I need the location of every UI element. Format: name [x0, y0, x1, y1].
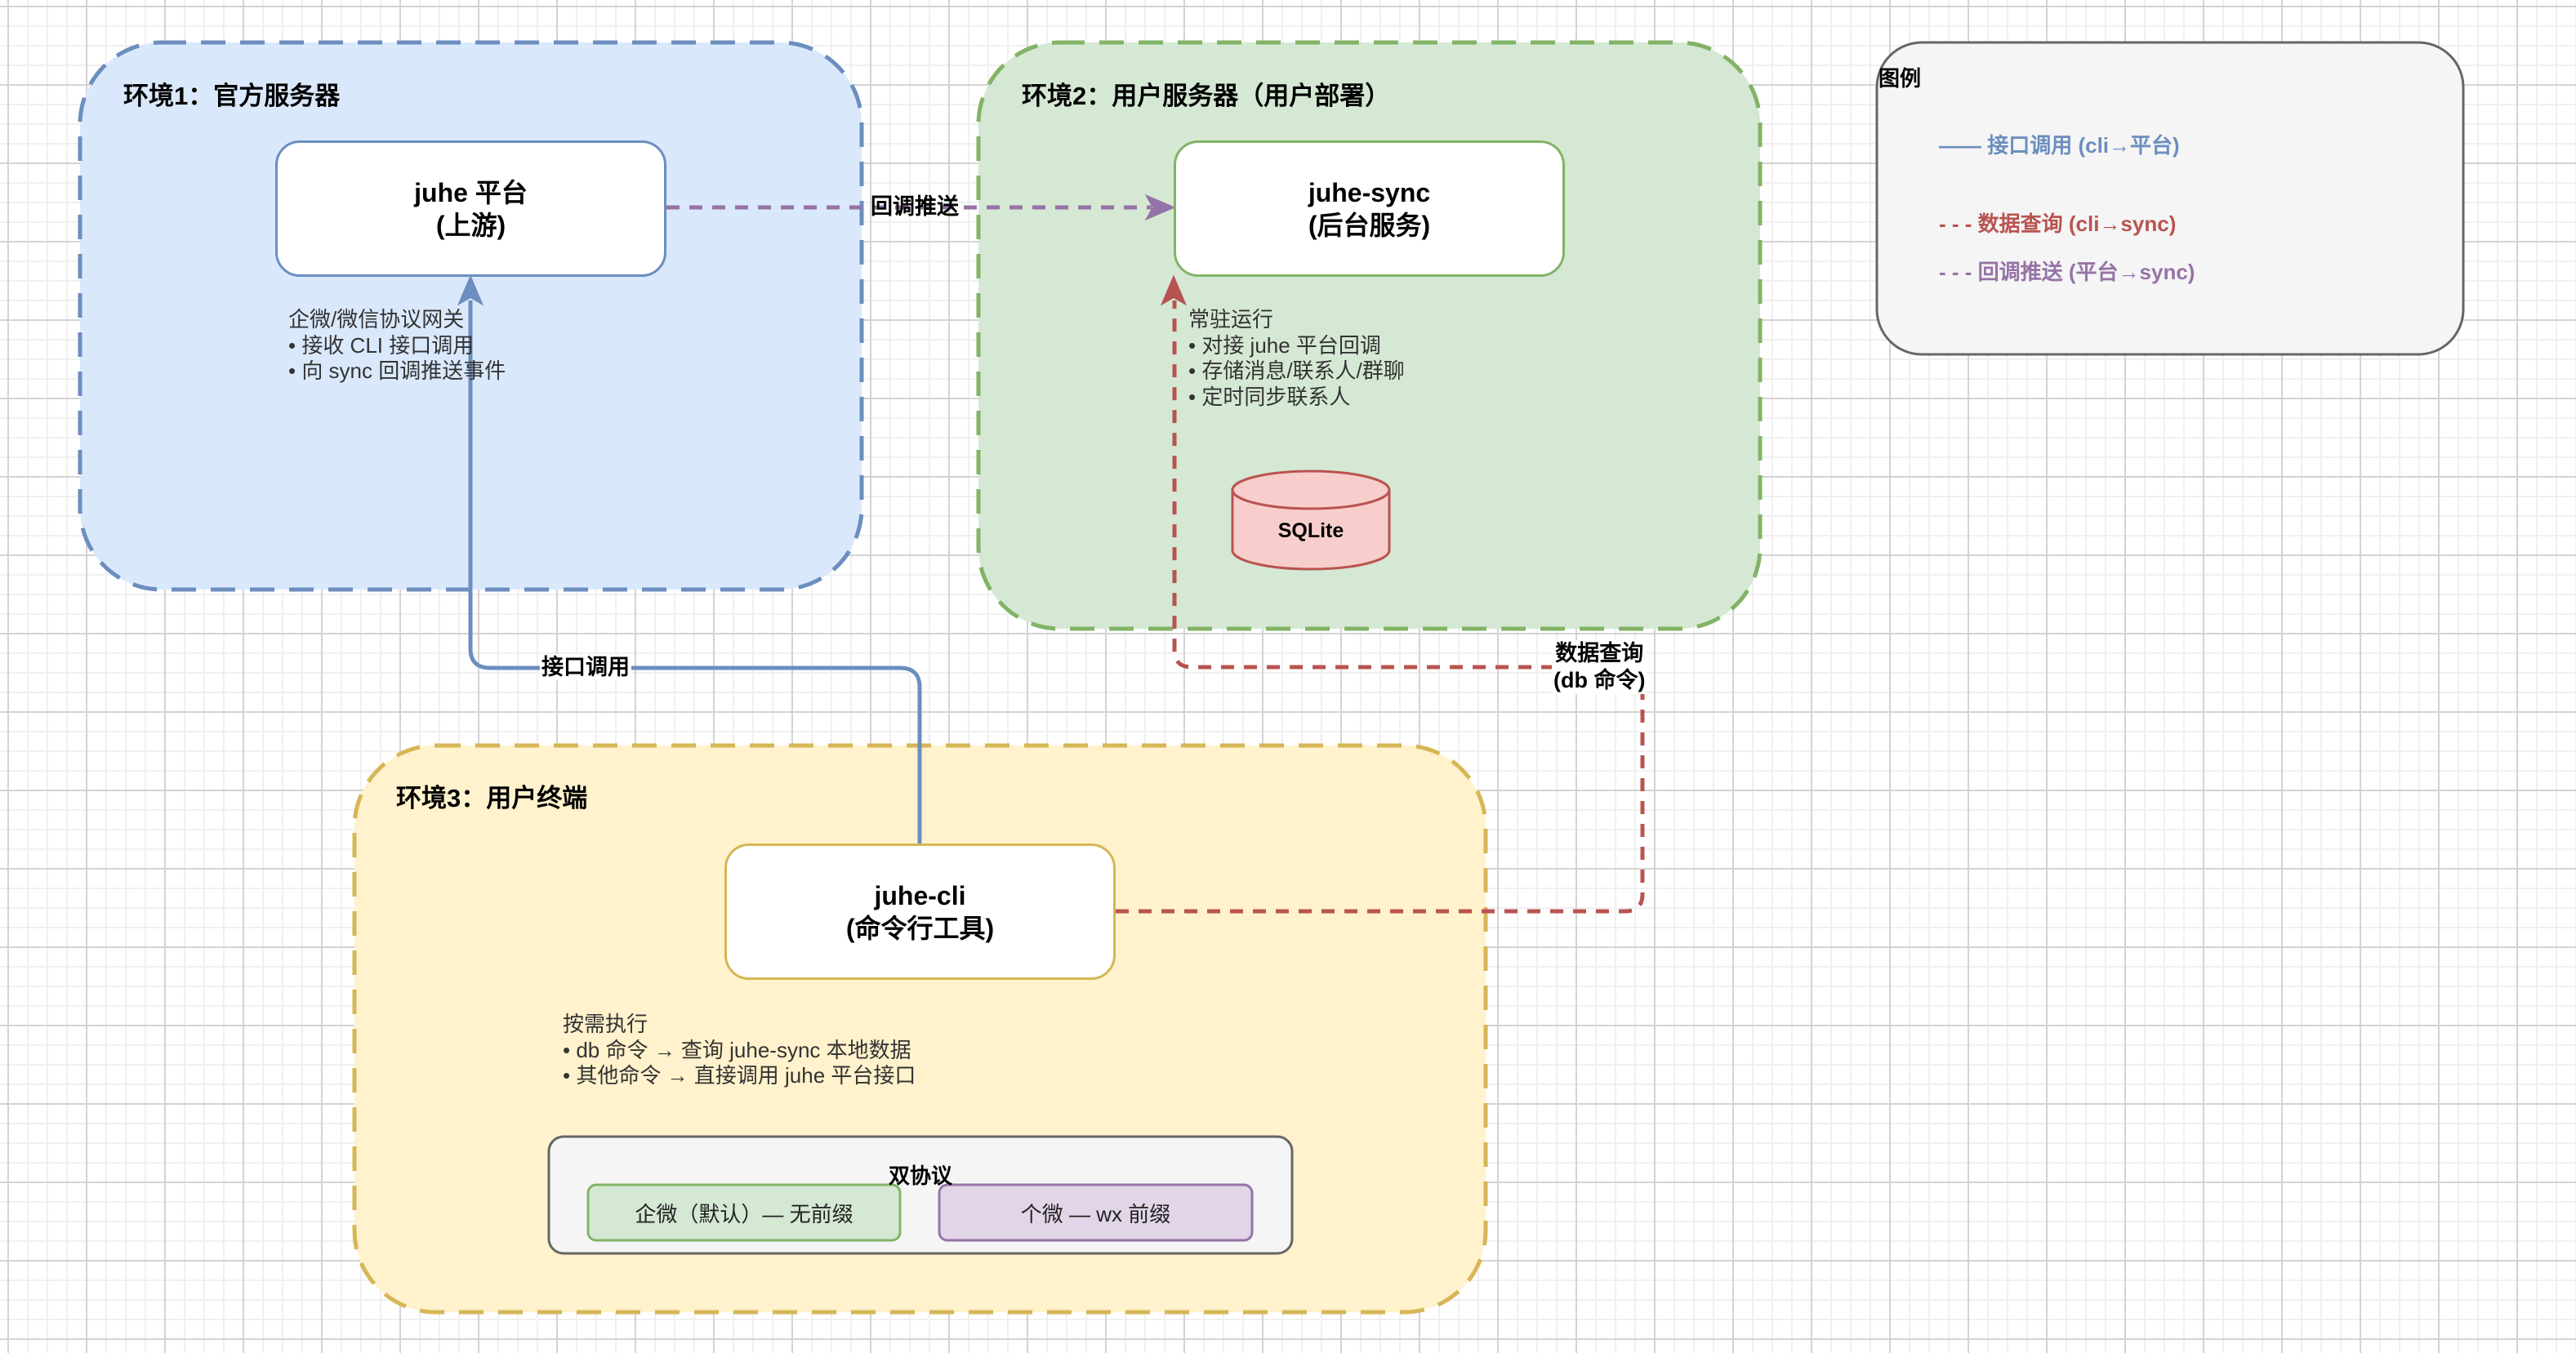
juhe-cli-name: juhe-cli	[874, 880, 966, 910]
legend-item-callback-push: - - - 回调推送 (平台→sync)	[1939, 260, 2195, 284]
juhe-sync-node[interactable]: juhe-sync (后台服务)	[1174, 140, 1565, 277]
desc-line: • 接收 CLI 接口调用	[288, 332, 475, 358]
protocol-gewei-box[interactable]	[938, 1183, 1254, 1242]
legend-container[interactable]	[1875, 41, 2465, 356]
juhe-sync-role: (后台服务)	[1308, 210, 1431, 240]
sqlite-database-icon[interactable]	[1231, 470, 1391, 571]
legend-item-api-call: —— 接口调用 (cli→平台)	[1939, 133, 2180, 158]
env2-title: 环境2：用户服务器（用户部署）	[1022, 82, 1391, 110]
protocol-gewei-label: 个微 — wx 前缀	[1020, 1201, 1171, 1226]
edge-label-api-call: 接口调用	[540, 654, 631, 680]
protocol-qiwei-label: 企微（默认）— 无前缀	[635, 1201, 853, 1226]
env1-description: 企微/微信协议网关 • 接收 CLI 接口调用 • 向 sync 回调推送事件	[288, 307, 506, 385]
juhe-cli-role: (命令行工具)	[845, 913, 995, 943]
protocol-qiwei-box[interactable]	[586, 1183, 902, 1242]
juhe-cli-node[interactable]: juhe-cli (命令行工具)	[724, 843, 1116, 980]
arrowhead-data-query-icon	[1160, 274, 1188, 306]
desc-line: • 对接 juhe 平台回调	[1188, 332, 1381, 358]
juhe-platform-name: juhe 平台	[414, 177, 528, 207]
edge-label-data-query-line1: 数据查询	[1555, 641, 1644, 665]
desc-line: • 定时同步联系人	[1188, 384, 1351, 409]
edge-label-data-query: 数据查询 (db 命令)	[1552, 640, 1647, 694]
env1-title: 环境1：官方服务器	[123, 82, 341, 110]
protocols-title: 双协议	[888, 1164, 952, 1188]
desc-line: 常驻运行	[1188, 307, 1274, 332]
juhe-sync-name: juhe-sync	[1308, 177, 1431, 207]
desc-line: • 向 sync 回调推送事件	[288, 358, 506, 383]
edge-label-callback-push: 回调推送	[871, 194, 959, 219]
arrowhead-callback-push-icon	[1144, 194, 1176, 221]
env3-description: 按需执行 • db 命令 → 查询 juhe-sync 本地数据 • 其他命令 …	[563, 1012, 916, 1089]
desc-line: 按需执行	[563, 1012, 648, 1036]
desc-line: • 其他命令 → 直接调用 juhe 平台接口	[563, 1063, 916, 1088]
env3-title: 环境3：用户终端	[396, 784, 588, 812]
legend-title: 图例	[1879, 66, 1922, 91]
juhe-platform-role: (上游)	[435, 210, 506, 240]
desc-line: 企微/微信协议网关	[288, 307, 465, 332]
legend-item-data-query: - - - 数据查询 (cli→sync)	[1939, 211, 2177, 236]
edge-label-data-query-line2: (db 命令)	[1553, 668, 1646, 692]
desc-line: • db 命令 → 查询 juhe-sync 本地数据	[563, 1037, 911, 1062]
env2-description: 常驻运行 • 对接 juhe 平台回调 • 存储消息/联系人/群聊 • 定时同步…	[1188, 307, 1405, 410]
juhe-platform-node[interactable]: juhe 平台 (上游)	[275, 140, 666, 277]
arrowhead-api-call-icon	[457, 274, 484, 306]
edge-api-call[interactable]	[468, 300, 922, 843]
desc-line: • 存储消息/联系人/群聊	[1188, 358, 1405, 383]
sqlite-label: SQLite	[1277, 519, 1344, 542]
